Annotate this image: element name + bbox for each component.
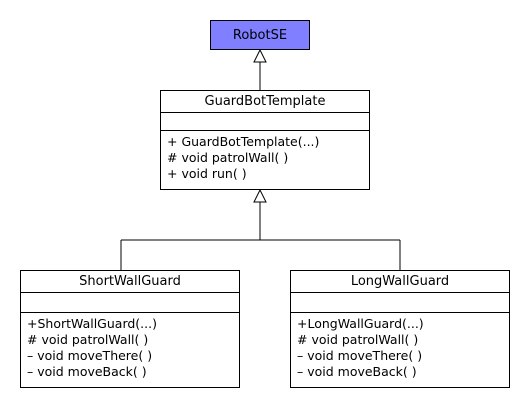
operation: + GuardBotTemplate(...)	[167, 134, 320, 149]
guardbottemplate-class-name: GuardBotTemplate	[161, 91, 369, 113]
shortwallguard-class[interactable]: ShortWallGuard +ShortWallGuard(...) # vo…	[20, 270, 240, 388]
operation: # void patrolWall( )	[27, 332, 149, 347]
longwallguard-operations: +LongWallGuard(...) # void patrolWall( )…	[291, 313, 509, 387]
generalization-arrow-template	[253, 188, 267, 203]
operation: +LongWallGuard(...)	[297, 316, 424, 331]
generalization-arrow-robot	[253, 48, 267, 63]
robotse-class[interactable]: RobotSE	[210, 20, 310, 50]
longwallguard-class[interactable]: LongWallGuard +LongWallGuard(...) # void…	[290, 270, 510, 388]
operation: # void patrolWall( )	[297, 332, 419, 347]
operation: # void patrolWall( )	[167, 150, 289, 165]
guardbottemplate-operations: + GuardBotTemplate(...) # void patrolWal…	[161, 131, 369, 189]
guardbottemplate-attributes	[161, 113, 369, 131]
longwallguard-class-name: LongWallGuard	[291, 271, 509, 293]
operation: – void moveBack( )	[297, 364, 417, 379]
operation: – void moveBack( )	[27, 364, 147, 379]
operation: – void moveThere( )	[297, 348, 423, 363]
operation: +ShortWallGuard(...)	[27, 316, 157, 331]
shortwallguard-operations: +ShortWallGuard(...) # void patrolWall( …	[21, 313, 239, 387]
operation: – void moveThere( )	[27, 348, 153, 363]
longwallguard-attributes	[291, 293, 509, 313]
robotse-class-name: RobotSE	[232, 27, 288, 43]
guardbottemplate-class[interactable]: GuardBotTemplate + GuardBotTemplate(...)…	[160, 90, 370, 190]
operation: + void run( )	[167, 166, 247, 181]
shortwallguard-attributes	[21, 293, 239, 313]
shortwallguard-class-name: ShortWallGuard	[21, 271, 239, 293]
